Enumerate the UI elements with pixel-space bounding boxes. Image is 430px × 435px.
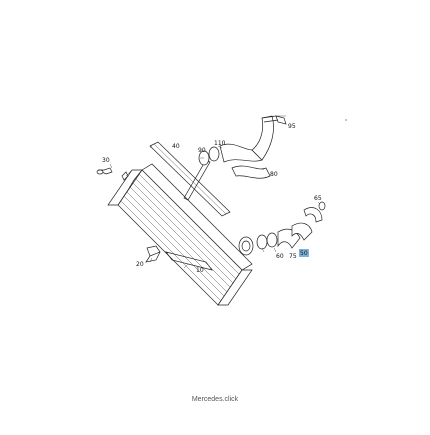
callout-20[interactable]: 20 [136, 261, 144, 268]
mounting-strip[interactable] [165, 251, 213, 271]
callout-10[interactable]: 10 [196, 267, 204, 274]
lower-hose-assembly[interactable] [256, 201, 326, 250]
stray-mark [345, 119, 347, 121]
callout-65[interactable]: 65 [314, 195, 322, 202]
callout-95[interactable]: 95 [288, 123, 296, 130]
callout-75[interactable]: 75 [289, 253, 297, 260]
bolt-left[interactable] [121, 169, 133, 181]
callout-40[interactable]: 40 [172, 143, 180, 150]
side-strip[interactable] [183, 159, 211, 201]
core-outlet-stub[interactable] [238, 236, 254, 256]
bolt-30[interactable] [96, 167, 113, 175]
upper-rail[interactable] [149, 141, 231, 217]
callout-50[interactable]: 50 [300, 250, 308, 257]
mounting-bracket-left[interactable] [145, 245, 161, 263]
callout-80[interactable]: 80 [270, 171, 278, 178]
callout-60[interactable]: 60 [276, 253, 284, 260]
callout-50-highlight [299, 249, 309, 257]
callout-30[interactable]: 30 [102, 157, 110, 164]
leader-lines [109, 115, 321, 269]
callout-90[interactable]: 90 [198, 147, 206, 154]
upper-hose-assembly[interactable] [198, 115, 287, 179]
watermark: Mercedes.click [191, 396, 239, 403]
callout-110[interactable]: 110 [214, 140, 226, 147]
intercooler-core[interactable] [107, 163, 253, 306]
